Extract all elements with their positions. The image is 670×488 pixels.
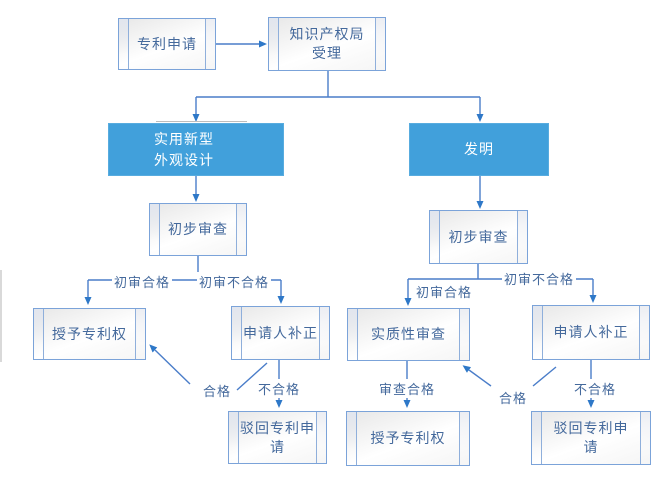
node-reject-application-right[interactable]: 驳回专利申请 xyxy=(531,411,651,465)
edge-label-prelim-fail-right: 初审不合格 xyxy=(502,269,577,288)
edge-label-qualified-left: 合格 xyxy=(201,381,234,400)
edge-label-unqualified-left: 不合格 xyxy=(256,379,303,398)
node-ipo-acceptance[interactable]: 知识产权局受理 xyxy=(268,17,386,71)
edge-label-prelim-pass-left: 初审合格 xyxy=(112,272,173,291)
node-label: 初步审查 xyxy=(168,221,228,238)
node-preliminary-exam-right[interactable]: 初步审查 xyxy=(429,210,528,264)
edge-label-exam-pass-right: 审查合格 xyxy=(377,379,438,398)
node-label-line1: 实用新型 xyxy=(154,131,214,148)
edge-qualified-to-grant-left xyxy=(149,344,191,385)
node-reject-application-left[interactable]: 驳回专利申请 xyxy=(228,411,327,464)
node-label-line2: 外观设计 xyxy=(154,151,214,168)
node-label: 授予专利权 xyxy=(370,430,446,447)
node-substantive-exam[interactable]: 实质性审查 xyxy=(347,308,470,361)
node-label: 驳回专利申请 xyxy=(240,419,315,455)
left-edge-artifact xyxy=(0,270,2,362)
node-label: 实质性审查 xyxy=(371,326,446,343)
edge-qualified-to-substantive xyxy=(462,365,492,387)
node-grant-patent-left[interactable]: 授予专利权 xyxy=(33,308,146,360)
node-utility-model-design[interactable]: 实用新型 外观设计 xyxy=(108,123,284,176)
node-invention[interactable]: 发明 xyxy=(409,123,549,176)
node-label: 驳回专利申请 xyxy=(553,420,629,455)
edge-correction-right-qualified-stub xyxy=(532,366,557,387)
node-label: 初步审查 xyxy=(448,228,509,245)
node-label: 授予专利权 xyxy=(52,325,127,342)
edge-label-prelim-fail-left: 初审不合格 xyxy=(197,272,272,291)
edge-label-prelim-pass-right: 初审合格 xyxy=(414,282,475,301)
node-patent-application[interactable]: 专利申请 xyxy=(118,18,216,70)
node-label: 申请人补正 xyxy=(243,324,318,341)
edge-label-qualified-right: 合格 xyxy=(497,388,530,407)
node-preliminary-exam-left[interactable]: 初步审查 xyxy=(149,203,247,256)
edge-label-unqualified-right: 不合格 xyxy=(572,379,619,398)
node-applicant-correction-right[interactable]: 申请人补正 xyxy=(532,305,650,360)
hidden-box-edge-artifact xyxy=(156,121,247,122)
node-label: 知识产权局受理 xyxy=(289,26,365,61)
node-label: 发明 xyxy=(464,141,494,158)
node-applicant-correction-left[interactable]: 申请人补正 xyxy=(231,306,330,360)
node-grant-patent-right[interactable]: 授予专利权 xyxy=(346,411,470,466)
node-label: 专利申请 xyxy=(137,35,197,52)
node-label: 申请人补正 xyxy=(553,324,629,341)
